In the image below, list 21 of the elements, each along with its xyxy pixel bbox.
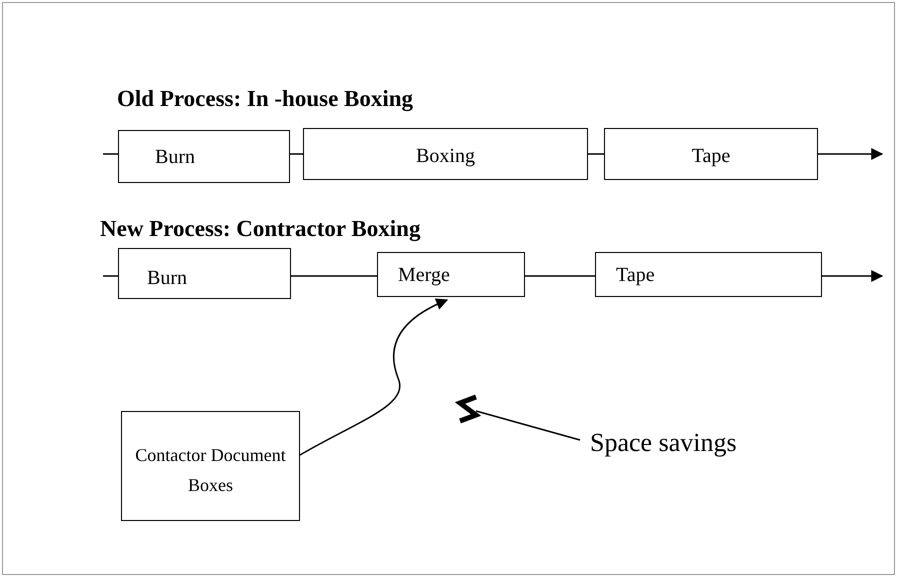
box-label: Boxing	[416, 144, 475, 169]
process-box	[604, 128, 818, 180]
arrow	[818, 148, 884, 160]
arrow	[300, 298, 448, 456]
process-box	[595, 252, 822, 297]
process-box	[118, 130, 290, 183]
box-label: Burn	[147, 266, 187, 290]
leader-line	[476, 410, 580, 441]
box-label: Tape	[692, 144, 730, 169]
box-label: Tape	[616, 262, 655, 288]
arrow	[822, 270, 884, 282]
box-label: Merge	[398, 262, 450, 288]
section-heading: Old Process: In -house Boxing	[117, 85, 414, 114]
process-box	[303, 128, 588, 180]
process-box	[118, 248, 291, 299]
process-box	[377, 252, 525, 297]
annotation-text: Space savings	[590, 426, 737, 459]
process-box	[121, 411, 300, 521]
box-label: Contactor Document Boxes	[134, 444, 287, 497]
section-heading: New Process: Contractor Boxing	[100, 215, 420, 244]
box-label: Burn	[155, 144, 195, 170]
